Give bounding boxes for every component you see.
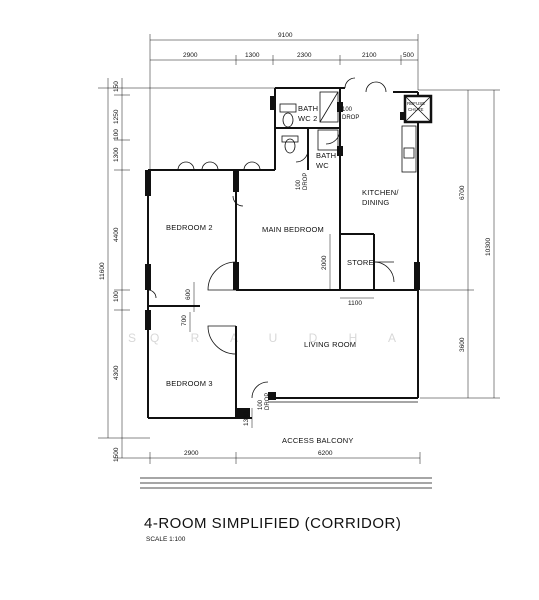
room-label-bath-wc-line1: BATH bbox=[316, 151, 336, 160]
dim-left-3: 100 bbox=[113, 129, 120, 140]
refuse-chute-label-line1: REFUSE bbox=[407, 101, 425, 106]
room-label-kitchen-line1: KITCHEN/ bbox=[362, 188, 399, 197]
room-label-bath-wc-line2: WC bbox=[316, 161, 329, 170]
room-label-access-balcony: ACCESS BALCONY bbox=[282, 436, 354, 445]
door-swings bbox=[147, 77, 395, 399]
dim-right-total: 10300 bbox=[485, 238, 492, 256]
dim-left-8: 1500 bbox=[113, 447, 120, 462]
room-label-bath-wc2-line2: WC 2 bbox=[298, 114, 318, 123]
drop-label-3-value: 100 bbox=[258, 399, 264, 410]
drop-label-1-text: DROP bbox=[342, 115, 359, 121]
room-label-kitchen-line2: DINING bbox=[362, 198, 389, 207]
dim-left-2: 1250 bbox=[113, 109, 120, 124]
drop-label-1-value: 100 bbox=[342, 107, 353, 113]
dim-inner-1300: 1300 bbox=[243, 411, 250, 426]
bath-fixtures bbox=[279, 91, 339, 154]
dim-bottom-1: 2900 bbox=[184, 450, 199, 457]
dim-left-7: 4300 bbox=[113, 365, 120, 380]
dim-top-5: 500 bbox=[403, 52, 414, 59]
dim-left-1: 150 bbox=[113, 81, 120, 92]
room-label-main-bedroom: MAIN BEDROOM bbox=[262, 225, 324, 234]
bottom-dimension-lines bbox=[149, 452, 421, 464]
plan-scale: SCALE 1:100 bbox=[146, 536, 186, 543]
dim-left-total: 11600 bbox=[99, 262, 106, 280]
room-label-living-room: LIVING ROOM bbox=[304, 340, 356, 349]
wall-piers bbox=[145, 96, 420, 418]
room-label-bath-wc2-line1: BATH bbox=[298, 104, 318, 113]
top-dimension-lines bbox=[149, 34, 419, 170]
drop-label-2-text: DROP bbox=[303, 173, 309, 190]
room-label-store: STORE bbox=[347, 258, 374, 267]
room-label-bedroom-2: BEDROOM 2 bbox=[166, 223, 213, 232]
dim-inner-1100: 1100 bbox=[348, 300, 362, 307]
dim-top-1: 2900 bbox=[183, 52, 198, 59]
refuse-chute-label-line2: CHUTE bbox=[408, 107, 424, 112]
dim-right-1: 6700 bbox=[459, 185, 466, 200]
dim-left-4: 1300 bbox=[113, 147, 120, 162]
dim-left-6: 100 bbox=[113, 291, 120, 302]
dim-top-2: 1300 bbox=[245, 52, 260, 59]
dim-top-3: 2300 bbox=[297, 52, 312, 59]
walls bbox=[147, 87, 419, 419]
right-dimension-lines bbox=[418, 89, 500, 399]
dim-top-total: 9100 bbox=[278, 32, 293, 39]
dim-bottom-2: 6200 bbox=[318, 450, 333, 457]
plan-title: 4-ROOM SIMPLIFIED (CORRIDOR) bbox=[144, 515, 401, 532]
dim-right-2: 3600 bbox=[459, 337, 466, 352]
watermark: SQ R A U D H A bbox=[128, 331, 410, 345]
left-dimension-lines bbox=[98, 78, 275, 459]
dim-inner-700: 700 bbox=[181, 315, 188, 326]
inner-dimension-lines bbox=[189, 234, 374, 428]
refuse-chute-icon bbox=[400, 94, 433, 124]
room-label-bedroom-3: BEDROOM 3 bbox=[166, 379, 213, 388]
dim-top-4: 2100 bbox=[362, 52, 377, 59]
kitchen-counter bbox=[401, 125, 417, 173]
dim-inner-2000: 2000 bbox=[321, 255, 328, 270]
dim-left-5: 4400 bbox=[113, 227, 120, 242]
dim-inner-600: 600 bbox=[185, 289, 192, 300]
drop-label-2-value: 100 bbox=[296, 179, 302, 190]
corridor-lines bbox=[140, 477, 432, 489]
drop-label-3-text: DROP bbox=[265, 393, 271, 410]
